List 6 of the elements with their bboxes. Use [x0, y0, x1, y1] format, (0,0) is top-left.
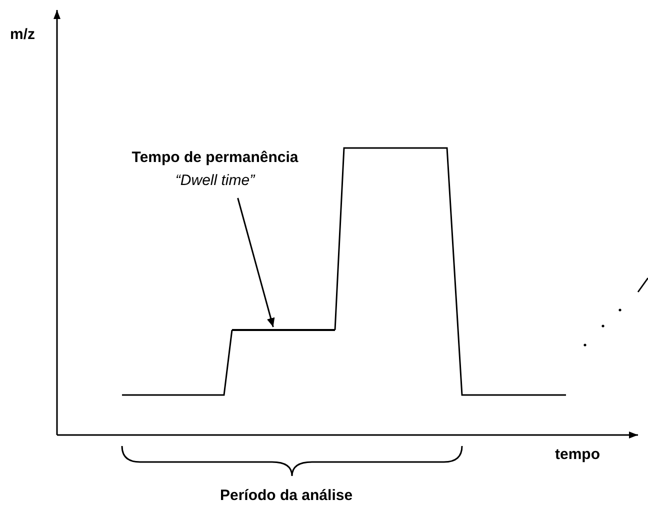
axis-label: m/z — [10, 26, 36, 43]
callout-subtitle: “Dwell time” — [174, 171, 256, 191]
axis-label: tempo — [555, 446, 600, 463]
callout-title: Tempo de permanência — [130, 148, 300, 168]
leader-arrow — [237, 198, 275, 328]
period-label: Período da análise — [220, 487, 353, 504]
